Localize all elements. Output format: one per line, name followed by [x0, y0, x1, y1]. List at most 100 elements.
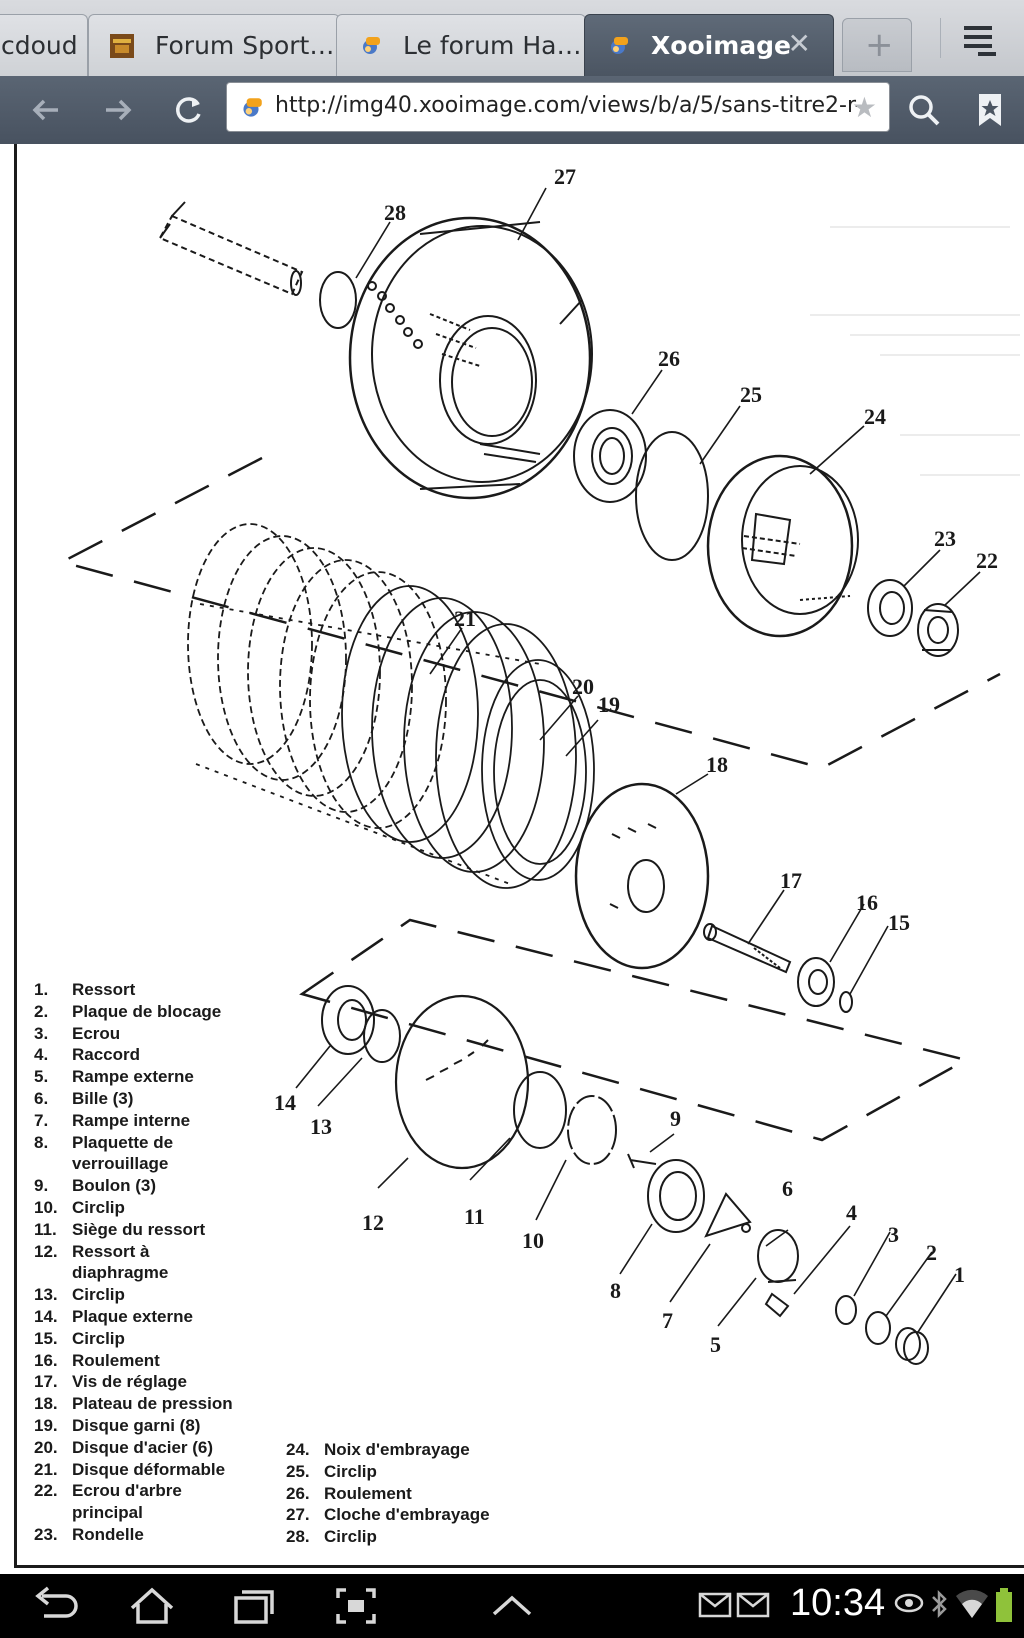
legend-number: 3.: [34, 1023, 49, 1043]
faint-text: [880, 354, 1020, 356]
legend-number: 22.: [34, 1481, 58, 1501]
legend-text: Disque garni (8): [72, 1415, 201, 1435]
part-28-shaft: [158, 201, 304, 296]
diagram-frame-left: [14, 144, 17, 1568]
reload-icon[interactable]: [168, 90, 208, 130]
callout-5: 5: [710, 1332, 721, 1357]
callout-26: 26: [658, 346, 680, 371]
legend-number: 26.: [286, 1483, 310, 1503]
xooimage-favicon-icon: [611, 37, 628, 54]
callout-numbers: 27 28 26 25 24 23 22 21 20 19 18 17 16 1…: [274, 164, 998, 1357]
faint-text: [920, 474, 1020, 476]
address-bar[interactable]: http://img40.xooimage.com/views/b/a/5/sa…: [226, 82, 890, 132]
new-tab-button[interactable]: +: [842, 18, 912, 72]
legend-text: Plaquette de: [72, 1132, 174, 1152]
back-icon[interactable]: [30, 1584, 82, 1628]
tab-title: cdoud: [1, 31, 78, 60]
part-22-nut: [917, 603, 959, 657]
diagram-frame-bottom: [14, 1565, 1024, 1568]
part-4-fitting: [764, 1292, 790, 1318]
part-24-clutch-hub: [706, 454, 859, 638]
callout-22: 22: [976, 548, 998, 573]
part-23-washer: [867, 579, 913, 637]
legend-number: 14.: [34, 1306, 58, 1326]
legend-number: 2.: [34, 1001, 49, 1021]
legend-number: 21.: [34, 1459, 58, 1479]
bookmarks-icon[interactable]: [970, 90, 1010, 130]
callout-3: 3: [888, 1222, 899, 1247]
url-text: http://img40.xooimage.com/views/b/a/5/sa…: [275, 93, 863, 118]
legend-text: Ecrou d'arbre: [72, 1481, 182, 1501]
part-6-ball: [741, 1223, 751, 1233]
legend-number: 23.: [34, 1524, 58, 1544]
screenshot-icon[interactable]: [330, 1584, 382, 1628]
part-5-outer-ramp: [757, 1229, 799, 1283]
legend-text: Noix d'embrayage: [324, 1440, 470, 1459]
callout-15: 15: [888, 910, 910, 935]
clock: 10:34: [790, 1582, 886, 1624]
forward-arrow-icon[interactable]: [98, 90, 138, 130]
part-27-clutch-bell: [348, 216, 593, 500]
legend-text: Roulement: [72, 1350, 160, 1370]
part-25-circlip: [635, 431, 709, 561]
part-8-locking-plate: [647, 1159, 705, 1233]
legend-text: Cloche d'embrayage: [324, 1505, 490, 1525]
legend-text: Vis de réglage: [72, 1372, 187, 1392]
recent-apps-icon[interactable]: [228, 1584, 280, 1628]
tab-xooimage[interactable]: Xooimage ✕: [584, 14, 834, 76]
part-12-diaphragm-spring: [394, 994, 530, 1170]
legend-text: Plaque externe: [72, 1306, 193, 1326]
callout-13: 13: [310, 1114, 332, 1139]
legend-number: 17.: [34, 1372, 58, 1392]
callout-25: 25: [740, 382, 762, 407]
legend-number: 20.: [34, 1437, 58, 1457]
legend-text: principal: [72, 1503, 143, 1523]
part-13-circlip: [363, 1009, 401, 1063]
clutch-exploded-diagram: 27 28 26 25 24 23 22 21 20 19 18 17 16 1…: [58, 164, 1001, 1365]
bookmark-star-icon[interactable]: ★: [851, 91, 877, 124]
callout-10: 10: [522, 1228, 544, 1253]
legend-number: 10.: [34, 1197, 58, 1217]
legend-text: Ressort à: [72, 1241, 150, 1261]
legend-text: Circlip: [72, 1197, 125, 1217]
tab-forum-ha[interactable]: Le forum Ha…: [336, 14, 586, 76]
chevron-up-icon[interactable]: [486, 1584, 538, 1628]
search-icon[interactable]: [904, 90, 944, 130]
legend-text: Rampe interne: [72, 1110, 191, 1130]
plus-icon: +: [865, 25, 894, 65]
legend-text: Boulon (3): [72, 1176, 157, 1196]
legend-number: 7.: [34, 1110, 49, 1130]
menu-icon[interactable]: [958, 20, 1004, 60]
legend-number: 5.: [34, 1067, 49, 1087]
callout-27: 27: [554, 164, 576, 189]
image-viewport: 27 28 26 25 24 23 22 21 20 19 18 17 16 1…: [0, 144, 1024, 1574]
close-tab-icon[interactable]: ✕: [787, 27, 811, 60]
part-1-spring: [895, 1327, 929, 1365]
faint-text: [900, 434, 1020, 436]
legend-text: Ressort: [72, 980, 136, 999]
legend-number: 18.: [34, 1394, 58, 1414]
callout-8: 8: [610, 1278, 621, 1303]
tab-cdoud[interactable]: cdoud: [0, 14, 88, 76]
divider: [940, 18, 941, 58]
callout-28: 28: [384, 200, 406, 225]
callout-21: 21: [454, 606, 476, 631]
faint-text: [850, 334, 1020, 336]
part-3-nut: [835, 1295, 857, 1325]
system-bar: 10:34: [0, 1574, 1024, 1638]
faint-text: [830, 226, 1010, 228]
callout-4: 4: [846, 1200, 857, 1225]
part-11-spring-seat: [513, 1071, 567, 1149]
eye-icon: [894, 1593, 924, 1613]
part-16-bearing: [797, 957, 835, 1007]
back-arrow-icon[interactable]: [26, 90, 66, 130]
tab-forum-sport[interactable]: Forum Sport…: [88, 14, 340, 76]
home-icon[interactable]: [126, 1584, 178, 1628]
legend-number: 16.: [34, 1350, 58, 1370]
legend-text: Siège du ressort: [72, 1219, 206, 1239]
part-14-outer-plate: [321, 985, 375, 1055]
legend-number: 25.: [286, 1461, 310, 1481]
tab-strip: cdoud Forum Sport… Le forum Ha… Xooimage…: [0, 0, 1024, 76]
wifi-icon: [956, 1589, 988, 1618]
part-10-circlip: [567, 1095, 617, 1165]
